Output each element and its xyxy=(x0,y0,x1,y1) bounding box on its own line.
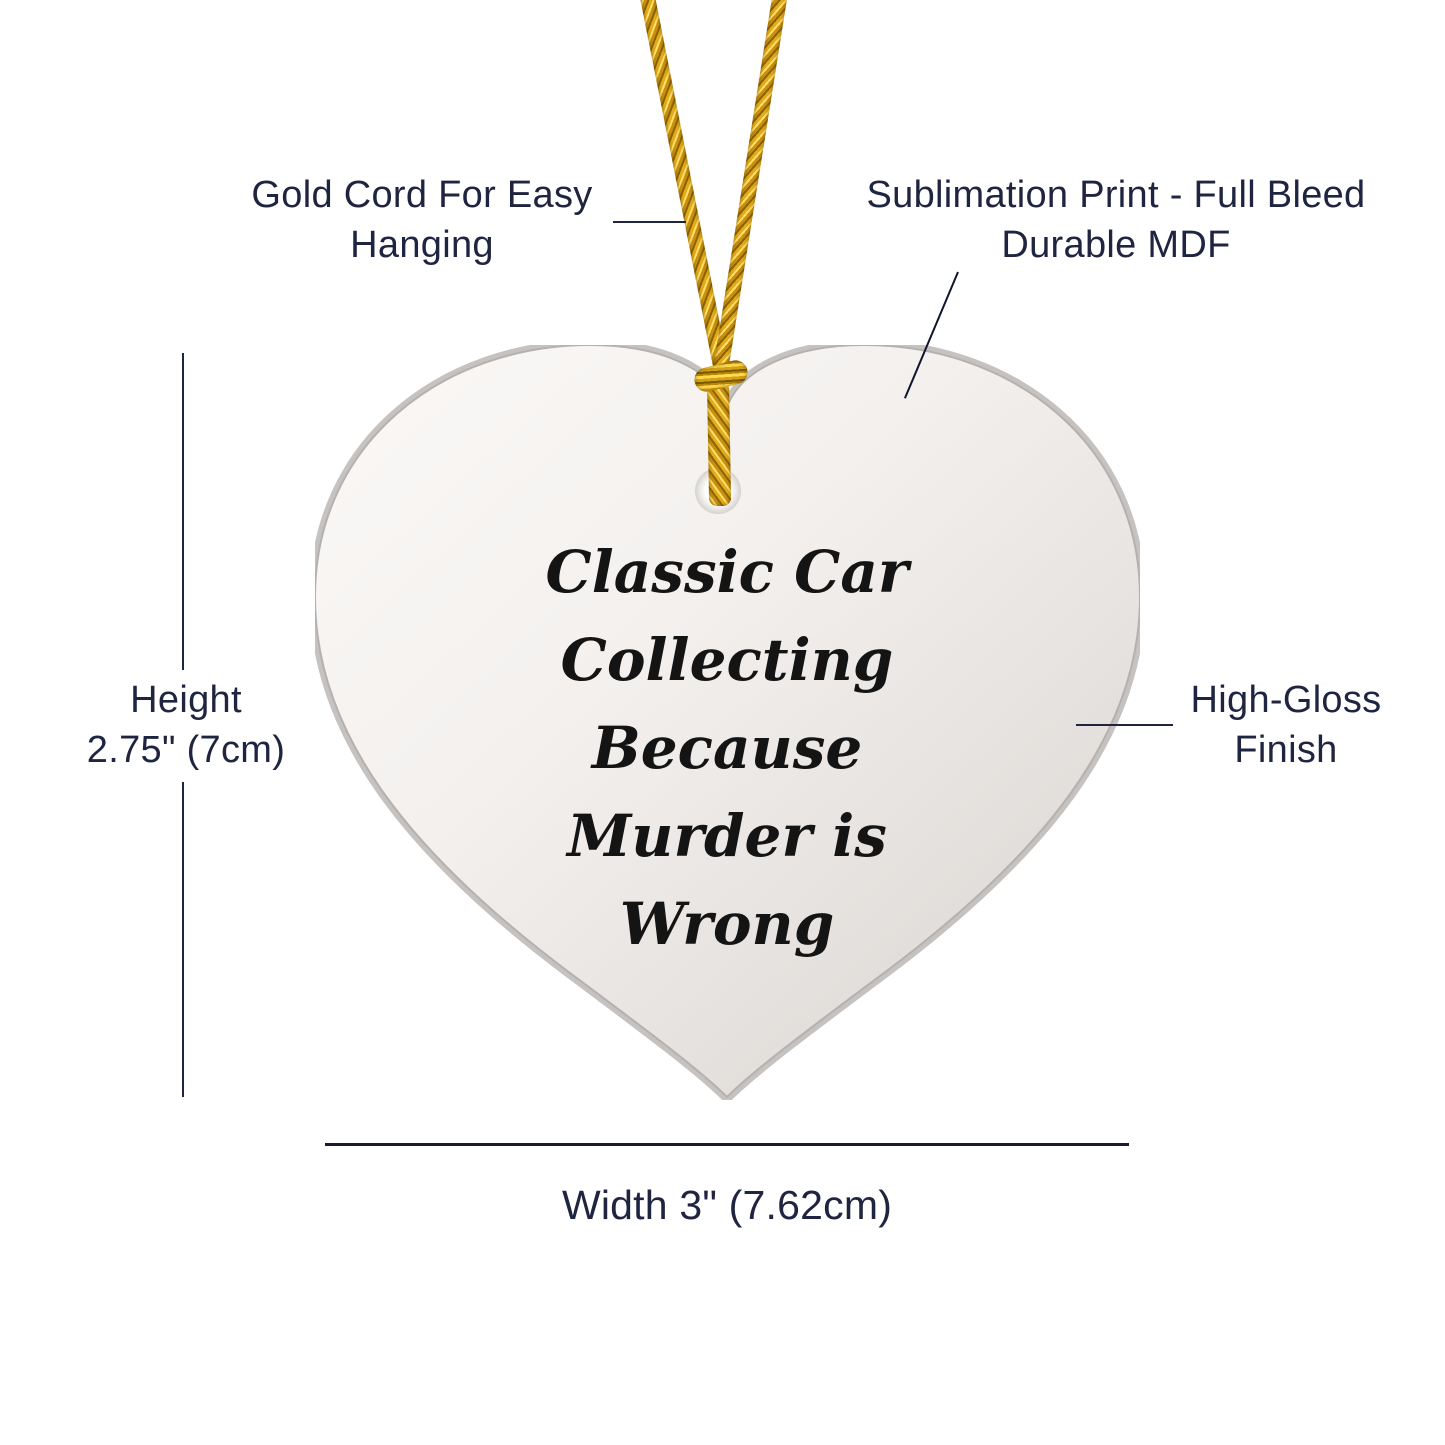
callout-high-gloss: High-Gloss Finish xyxy=(1191,675,1382,775)
ornament-quote-line: Because xyxy=(591,714,863,782)
ornament-quote: Classic Car Collecting Because Murder is… xyxy=(447,528,1007,968)
dimension-height-line2: 2.75" (7cm) xyxy=(86,729,286,771)
heart-face xyxy=(315,345,1140,1099)
callout-sublimation: Sublimation Print - Full Bleed Durable M… xyxy=(867,170,1366,270)
dimension-height-label: Height 2.75" (7cm) xyxy=(87,675,285,775)
gold-cord-strand-right xyxy=(710,0,788,387)
callout-gold-cord-line1: Gold Cord For Easy xyxy=(251,174,593,216)
dimension-height-line1: Height xyxy=(130,679,242,721)
ornament-quote-line: Collecting xyxy=(560,626,894,694)
ornament-quote-line: Murder is xyxy=(567,802,887,870)
ornament-quote-line: Wrong xyxy=(619,890,835,958)
callout-high-gloss-line1: High-Gloss xyxy=(1190,679,1382,721)
dimension-width-label: Width 3" (7.62cm) xyxy=(561,1182,893,1228)
callout-sublimation-line2: Durable MDF xyxy=(1001,224,1231,266)
callout-high-gloss-line2: Finish xyxy=(1234,729,1338,771)
pointer-gold-cord xyxy=(613,221,686,223)
callout-gold-cord: Gold Cord For Easy Hanging xyxy=(251,170,592,270)
height-dimension-line-top xyxy=(182,353,184,670)
callout-sublimation-line1: Sublimation Print - Full Bleed xyxy=(866,174,1366,216)
gold-cord-through-hole xyxy=(706,373,732,507)
height-dimension-line-bottom xyxy=(182,782,184,1097)
callout-gold-cord-line2: Hanging xyxy=(350,224,494,266)
pointer-high-gloss xyxy=(1076,724,1173,726)
ornament-quote-line: Classic Car xyxy=(545,538,909,606)
width-dimension-line xyxy=(325,1143,1129,1146)
